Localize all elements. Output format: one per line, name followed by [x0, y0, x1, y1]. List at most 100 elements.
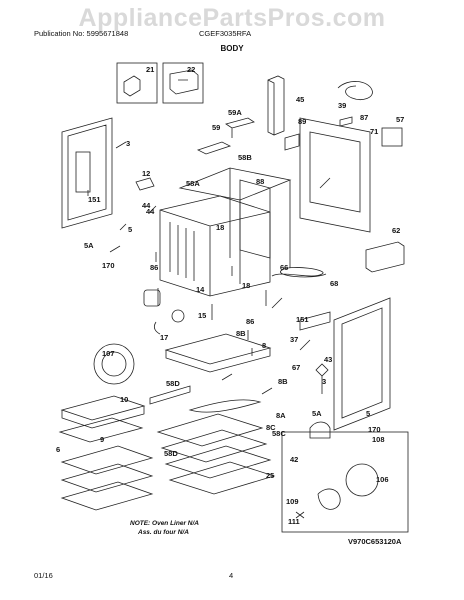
- part-9: [58, 417, 144, 443]
- footer-date: 01/16: [34, 571, 53, 580]
- part-3-right-door: [333, 297, 391, 431]
- callout-37: 37: [290, 335, 298, 344]
- watermark: AppliancePartsPros.com: [78, 4, 386, 32]
- part-6-rack-1: [60, 445, 154, 475]
- callout-8c: 8C: [266, 423, 276, 432]
- part-17: [153, 321, 161, 335]
- callout-108: 108: [372, 435, 385, 444]
- part-8c-plate: [156, 413, 264, 447]
- part-21-box: [116, 62, 158, 104]
- part-43-screw: [315, 363, 329, 394]
- part-3-door-panel: [61, 117, 113, 229]
- part-108-motor-box: [281, 431, 409, 533]
- part-106-motor: [345, 463, 379, 497]
- model-number: CGEF3035RFA: [199, 29, 252, 38]
- callout-15: 15: [198, 311, 206, 320]
- part-10-pan-side: [61, 406, 145, 429]
- callout-59: 59: [212, 123, 220, 132]
- part-21-shape: [123, 75, 141, 97]
- part-42-plate: [164, 445, 272, 479]
- part-107-fan-inner: [101, 351, 127, 377]
- part-18-racks-guides: [169, 222, 195, 281]
- callout-71: 71: [370, 127, 378, 136]
- part-5a-right: [309, 421, 331, 439]
- part-10-pan: [60, 395, 146, 421]
- part-71-back-panel: [299, 117, 371, 233]
- part-15: [171, 309, 185, 323]
- part-59a: [225, 117, 255, 138]
- callout-25: 25: [266, 471, 274, 480]
- part-58d-upper: [149, 385, 191, 405]
- callout-151: 151: [88, 195, 101, 204]
- part-6-rack-3: [60, 481, 154, 511]
- footer-page: 4: [229, 571, 234, 580]
- part-59: [196, 141, 232, 155]
- callout-18: 18: [242, 281, 250, 290]
- part-88-panel: [239, 179, 271, 259]
- callout-10: 10: [120, 395, 128, 404]
- publication-number: Publication No: 5995671848: [34, 29, 129, 38]
- callout-22: 22: [187, 65, 195, 74]
- part-22-shape: [169, 69, 199, 95]
- callout-39: 39: [338, 101, 346, 110]
- part-3-right-inner: [341, 307, 383, 419]
- callout-5: 5: [366, 409, 370, 418]
- callout-68: 68: [330, 279, 338, 288]
- callout-17: 17: [160, 333, 168, 342]
- callout-6: 6: [56, 445, 60, 454]
- callout-111: 111: [288, 517, 300, 526]
- callout-89: 89: [298, 117, 306, 126]
- callout-86: 86: [150, 263, 158, 272]
- part-57-plate: [381, 127, 403, 147]
- part-66-broil-element: [271, 267, 327, 278]
- callout-170: 170: [102, 261, 115, 270]
- callout-3: 3: [126, 139, 130, 148]
- callout-86: 86: [246, 317, 254, 326]
- note-line-2: Ass. du four N/A: [138, 529, 189, 536]
- part-67-bake-element: [188, 399, 262, 413]
- callout-58d: 58D: [164, 449, 178, 458]
- callout-3: 3: [322, 377, 326, 386]
- part-109-blade: [317, 488, 341, 510]
- part-107-fan: [93, 343, 135, 385]
- part-22-box: [162, 62, 204, 104]
- part-18-edges: [159, 209, 271, 296]
- part-71-inner: [309, 131, 361, 213]
- part-18-legs: [157, 288, 267, 320]
- part-14: [143, 289, 161, 307]
- callout-8: 8: [262, 341, 266, 350]
- callout-8a: 8A: [276, 411, 286, 420]
- part-62-block: [365, 241, 405, 273]
- callout-88: 88: [256, 177, 264, 186]
- callout-62: 62: [392, 226, 400, 235]
- part-18-oven-cavity: [159, 195, 271, 297]
- callout-58d: 58D: [166, 379, 180, 388]
- callout-106: 106: [376, 475, 389, 484]
- part-6-rack-2: [60, 463, 154, 493]
- part-25-plate: [168, 461, 276, 495]
- diagram-code: V970C653120A: [348, 537, 402, 546]
- part-58c-plate: [160, 429, 268, 463]
- part-39-coil: [337, 81, 373, 100]
- callout-58a: 58A: [186, 179, 200, 188]
- part-45-bracket: [267, 75, 285, 136]
- callout-44: 44: [146, 207, 155, 216]
- part-87: [339, 116, 353, 127]
- callout-12: 12: [142, 169, 150, 178]
- part-151-right: [299, 311, 331, 331]
- callout-42: 42: [290, 455, 298, 464]
- note-line-1: NOTE: Oven Liner N/A: [130, 520, 199, 527]
- callout-5: 5: [128, 225, 132, 234]
- callout-44: 44: [142, 201, 151, 210]
- section-title: BODY: [220, 44, 244, 53]
- part-12: [135, 177, 155, 191]
- part-151-insulation: [75, 151, 91, 193]
- callout-109: 109: [286, 497, 299, 506]
- callout-107: 107: [102, 349, 115, 358]
- callout-66: 66: [280, 263, 288, 272]
- callout-87: 87: [360, 113, 368, 122]
- callout-5a: 5A: [312, 409, 322, 418]
- callout-45: 45: [296, 95, 304, 104]
